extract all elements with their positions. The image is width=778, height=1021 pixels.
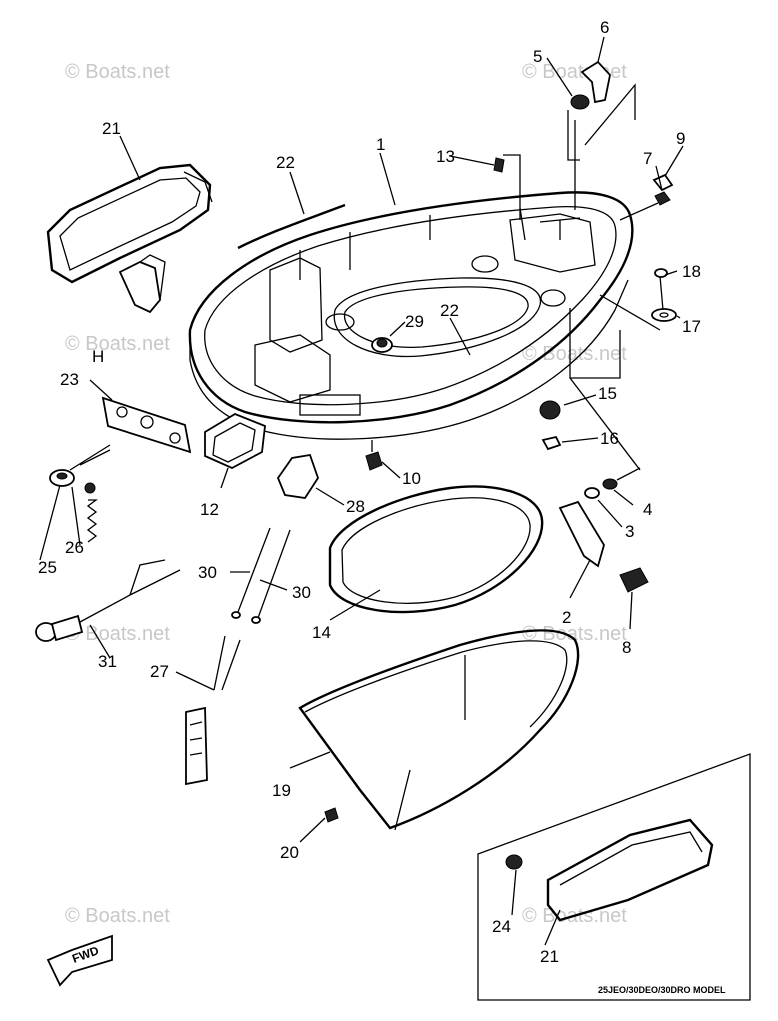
part-number: 9: [676, 129, 685, 148]
part-number: 14: [312, 623, 331, 642]
part-number: 26: [65, 538, 84, 557]
part-number: 2: [562, 608, 571, 627]
watermark: © Boats.net: [65, 61, 170, 83]
part-number: 16: [600, 429, 619, 448]
wiring-parts: [35, 444, 291, 786]
part-number: 8: [622, 638, 631, 657]
watermark: © Boats.net: [522, 343, 627, 365]
side-cover-21: [46, 163, 213, 284]
part-number: 7: [643, 149, 652, 168]
right-hardware: [365, 60, 677, 593]
part-number: 22: [440, 301, 459, 320]
part-number: 4: [643, 500, 652, 519]
part-number: 22: [276, 153, 295, 172]
fwd-arrow: FWD: [46, 934, 113, 987]
part-number: 21: [540, 947, 559, 966]
part-number: 6: [600, 18, 609, 37]
part-number: 15: [598, 384, 617, 403]
part-number: 10: [402, 469, 421, 488]
clip-28: [276, 453, 319, 499]
part-number: 28: [346, 497, 365, 516]
watermarks: © Boats.net © Boats.net © Boats.net © Bo…: [65, 61, 627, 927]
watermark: © Boats.net: [65, 333, 170, 355]
part-number: 21: [102, 119, 121, 138]
part-number: 30: [292, 583, 311, 602]
seal-strip-22: [237, 203, 346, 250]
part-number: 24: [492, 917, 511, 936]
part-number: 27: [150, 662, 169, 681]
part-number: 5: [533, 47, 542, 66]
screw-20: [324, 807, 339, 823]
leader-lines: [89, 36, 684, 946]
part-number: 12: [200, 500, 219, 519]
watermark: © Boats.net: [522, 623, 627, 645]
watermark: © Boats.net: [65, 623, 170, 645]
part-numbers: 1 2 3 4 5 6 7 8 9 10 12 13 14 15 16 17 1…: [38, 18, 701, 966]
grommet-29: [371, 337, 393, 353]
seal-14: [328, 485, 544, 614]
part-number: 23: [60, 370, 79, 389]
part-number: 3: [625, 522, 634, 541]
switch-12: [204, 412, 266, 470]
part-number: 31: [98, 652, 117, 671]
stray-mark: H: [92, 347, 104, 366]
inset-variant-box: 25JEO/30DEO/30DRO MODEL: [477, 753, 751, 1001]
part-number: 17: [682, 317, 701, 336]
inset-model-label: 25JEO/30DEO/30DRO MODEL: [598, 985, 726, 995]
watermark: © Boats.net: [65, 905, 170, 927]
part-number: 18: [682, 262, 701, 281]
part-number: 20: [280, 843, 299, 862]
part-number: 29: [405, 312, 424, 331]
part-number: 25: [38, 558, 57, 577]
part-number: 19: [272, 781, 291, 800]
bottom-cowling: [188, 191, 634, 440]
lower-pan-19: [298, 629, 580, 831]
part-number: 1: [376, 135, 385, 154]
bracket-stay: [118, 254, 166, 314]
part-number: 13: [436, 147, 455, 166]
plate-23: [101, 396, 192, 454]
part-number: 30: [198, 563, 217, 582]
